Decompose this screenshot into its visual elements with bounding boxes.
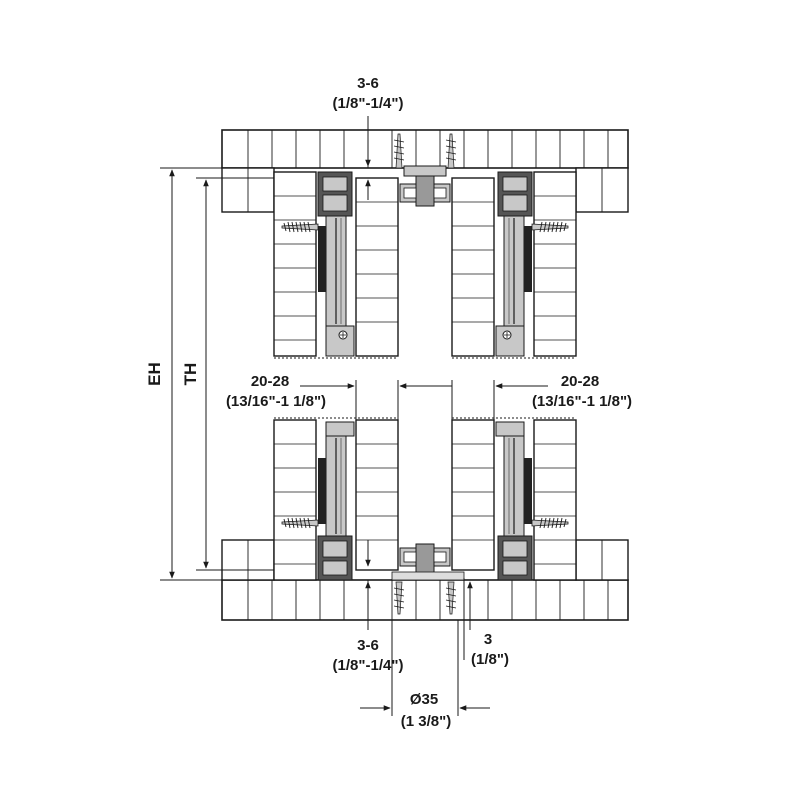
break-lines <box>274 357 576 419</box>
bottom-gap-label: 3-6 <box>357 637 379 654</box>
bottom-panel <box>221 539 629 621</box>
right-outer-panel-lower <box>533 419 577 581</box>
left-bottom-fitting <box>317 421 355 581</box>
left-outer-panel-upper <box>273 171 317 357</box>
right-width-imperial-label: (13/16"-1 1/8") <box>532 393 632 410</box>
bottom-offset-label: 3 <box>484 631 492 648</box>
bottom-offset-imperial-label: (1/8") <box>471 651 509 668</box>
dimension-lines <box>160 116 548 716</box>
right-door-lower <box>451 419 495 571</box>
left-upper-screw <box>281 221 319 233</box>
left-lower-screw <box>281 517 319 529</box>
right-door-upper <box>451 177 495 357</box>
right-bottom-fitting <box>495 421 533 581</box>
left-door-lower <box>355 419 399 571</box>
right-top-fitting <box>495 171 533 357</box>
left-width-label: 20-28 <box>251 373 289 390</box>
right-lower-screw <box>531 517 569 529</box>
top-panel <box>221 129 629 213</box>
bottom-gap-imperial-label: (1/8"-1/4") <box>333 657 404 674</box>
top-gap-label: 3-6 <box>357 75 379 92</box>
left-width-imperial-label: (13/16"-1 1/8") <box>226 393 326 410</box>
bottom-center-guide <box>391 543 465 615</box>
right-upper-screw <box>531 221 569 233</box>
top-gap-imperial-label: (1/8"-1/4") <box>333 95 404 112</box>
right-outer-panel-upper <box>533 171 577 357</box>
left-door-upper <box>355 177 399 357</box>
eh-label: EH <box>145 362 164 386</box>
bore-diameter-imperial-label: (1 3/8") <box>401 713 451 730</box>
top-center-guide <box>393 133 457 207</box>
left-top-fitting <box>317 171 355 357</box>
left-outer-panel-lower <box>273 419 317 581</box>
th-label: TH <box>181 363 200 386</box>
bore-diameter-label: Ø35 <box>410 691 438 708</box>
right-width-label: 20-28 <box>561 373 599 390</box>
